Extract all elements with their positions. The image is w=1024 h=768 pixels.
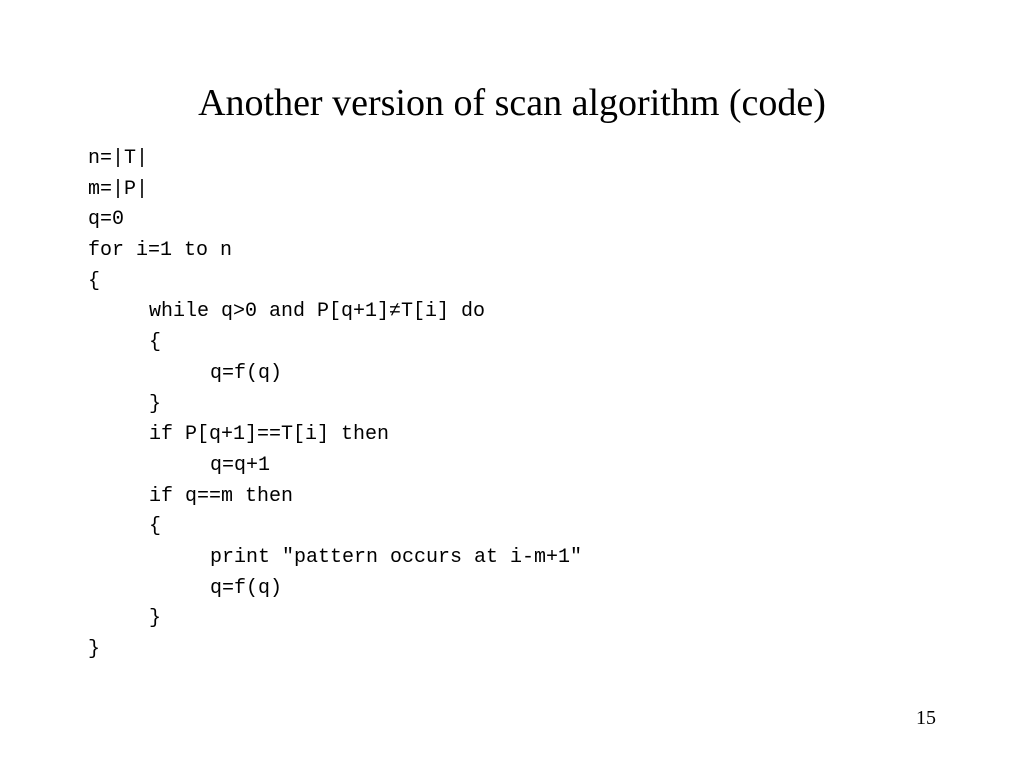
code-line: for i=1 to n — [88, 239, 233, 263]
code-line: q=f(q) — [210, 361, 283, 385]
code-line: q=q+1 — [210, 453, 271, 477]
code-line: { — [149, 331, 162, 355]
code-line: if P[q+1]==T[i] then — [149, 423, 390, 447]
code-block: n=|T| m=|P| q=0 for i=1 to n { while q>0… — [88, 144, 582, 666]
code-line: if q==m then — [149, 484, 294, 508]
code-line: { — [149, 515, 162, 539]
page-number: 15 — [916, 707, 936, 729]
code-line: } — [149, 392, 162, 416]
code-line: } — [149, 607, 162, 631]
code-line: { — [88, 269, 101, 293]
code-line: while q>0 and P[q+1]≠T[i] do — [149, 300, 486, 324]
code-line: } — [88, 638, 101, 661]
code-line: print "pattern occurs at i-m+1" — [210, 545, 583, 569]
code-line: q=0 — [88, 208, 125, 232]
slide-title: Another version of scan algorithm (code) — [198, 82, 826, 124]
code-line: m=|P| — [88, 177, 149, 201]
code-line: n=|T| — [88, 147, 149, 170]
code-line: q=f(q) — [210, 576, 283, 600]
